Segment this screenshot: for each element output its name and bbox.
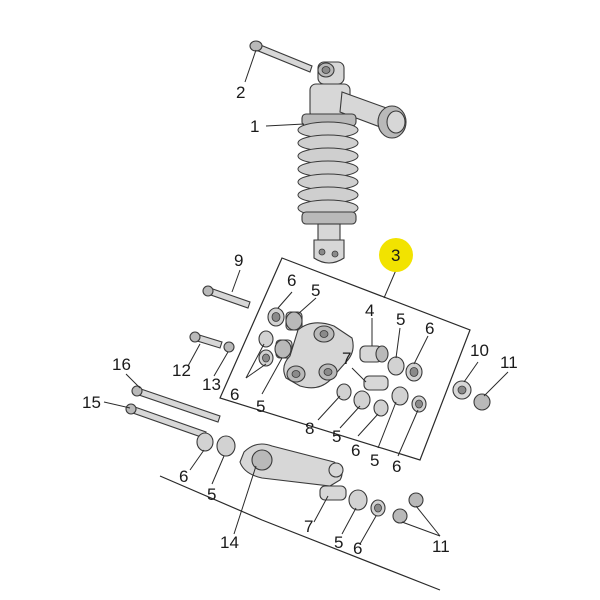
long-bolts <box>125 385 221 439</box>
callout-6: 6 <box>179 467 188 486</box>
callout-6: 6 <box>287 271 296 290</box>
callout-11: 11 <box>432 537 450 556</box>
callout-15: 15 <box>82 393 101 412</box>
callout-5: 5 <box>207 485 216 504</box>
callout-11: 11 <box>500 353 518 372</box>
callout-6: 6 <box>392 457 401 476</box>
shock-absorber <box>297 61 407 264</box>
callout-5: 5 <box>256 397 265 416</box>
callout-16: 16 <box>112 355 131 374</box>
linkage-kit-frame <box>219 257 471 461</box>
callout-14: 14 <box>220 533 239 552</box>
nut-13 <box>223 341 235 353</box>
callout-9: 9 <box>234 251 243 270</box>
callout-6: 6 <box>425 319 434 338</box>
callout-7: 7 <box>304 517 313 536</box>
bolt-12 <box>189 331 223 349</box>
callout-7: 7 <box>342 349 351 368</box>
callout-6: 6 <box>230 385 239 404</box>
nut-10-and-cap-11 <box>452 380 491 411</box>
callout-5: 5 <box>334 533 343 552</box>
callout-6: 6 <box>353 539 362 558</box>
callout-6: 6 <box>351 441 360 460</box>
callout-labels: 1 2 3 4 5 5 5 5 5 5 5 6 6 6 6 6 6 6 7 7 … <box>82 83 518 558</box>
lower-bushing-5 <box>216 435 236 457</box>
lower-bracket <box>159 475 441 591</box>
upper-bolt <box>249 40 313 73</box>
callout-5: 5 <box>370 451 379 470</box>
callout-highlight <box>379 238 413 272</box>
rocker-link <box>283 322 354 389</box>
callout-5: 5 <box>396 310 405 329</box>
bolt-9 <box>202 285 251 309</box>
right-bushings <box>336 345 427 417</box>
leader-lines <box>103 49 509 545</box>
callout-13: 13 <box>202 375 221 394</box>
callout-2: 2 <box>236 83 245 102</box>
callout-1: 1 <box>250 117 259 136</box>
callout-5: 5 <box>332 427 341 446</box>
callout-12: 12 <box>172 361 191 380</box>
callout-8: 8 <box>305 419 314 438</box>
lower-washer-6 <box>196 432 214 452</box>
callout-5: 5 <box>311 281 320 300</box>
callout-10: 10 <box>470 341 489 360</box>
callout-3: 3 <box>391 246 400 265</box>
callout-4: 4 <box>365 301 374 320</box>
lower-right-bushings <box>319 485 424 524</box>
dog-bone-link <box>239 443 344 487</box>
